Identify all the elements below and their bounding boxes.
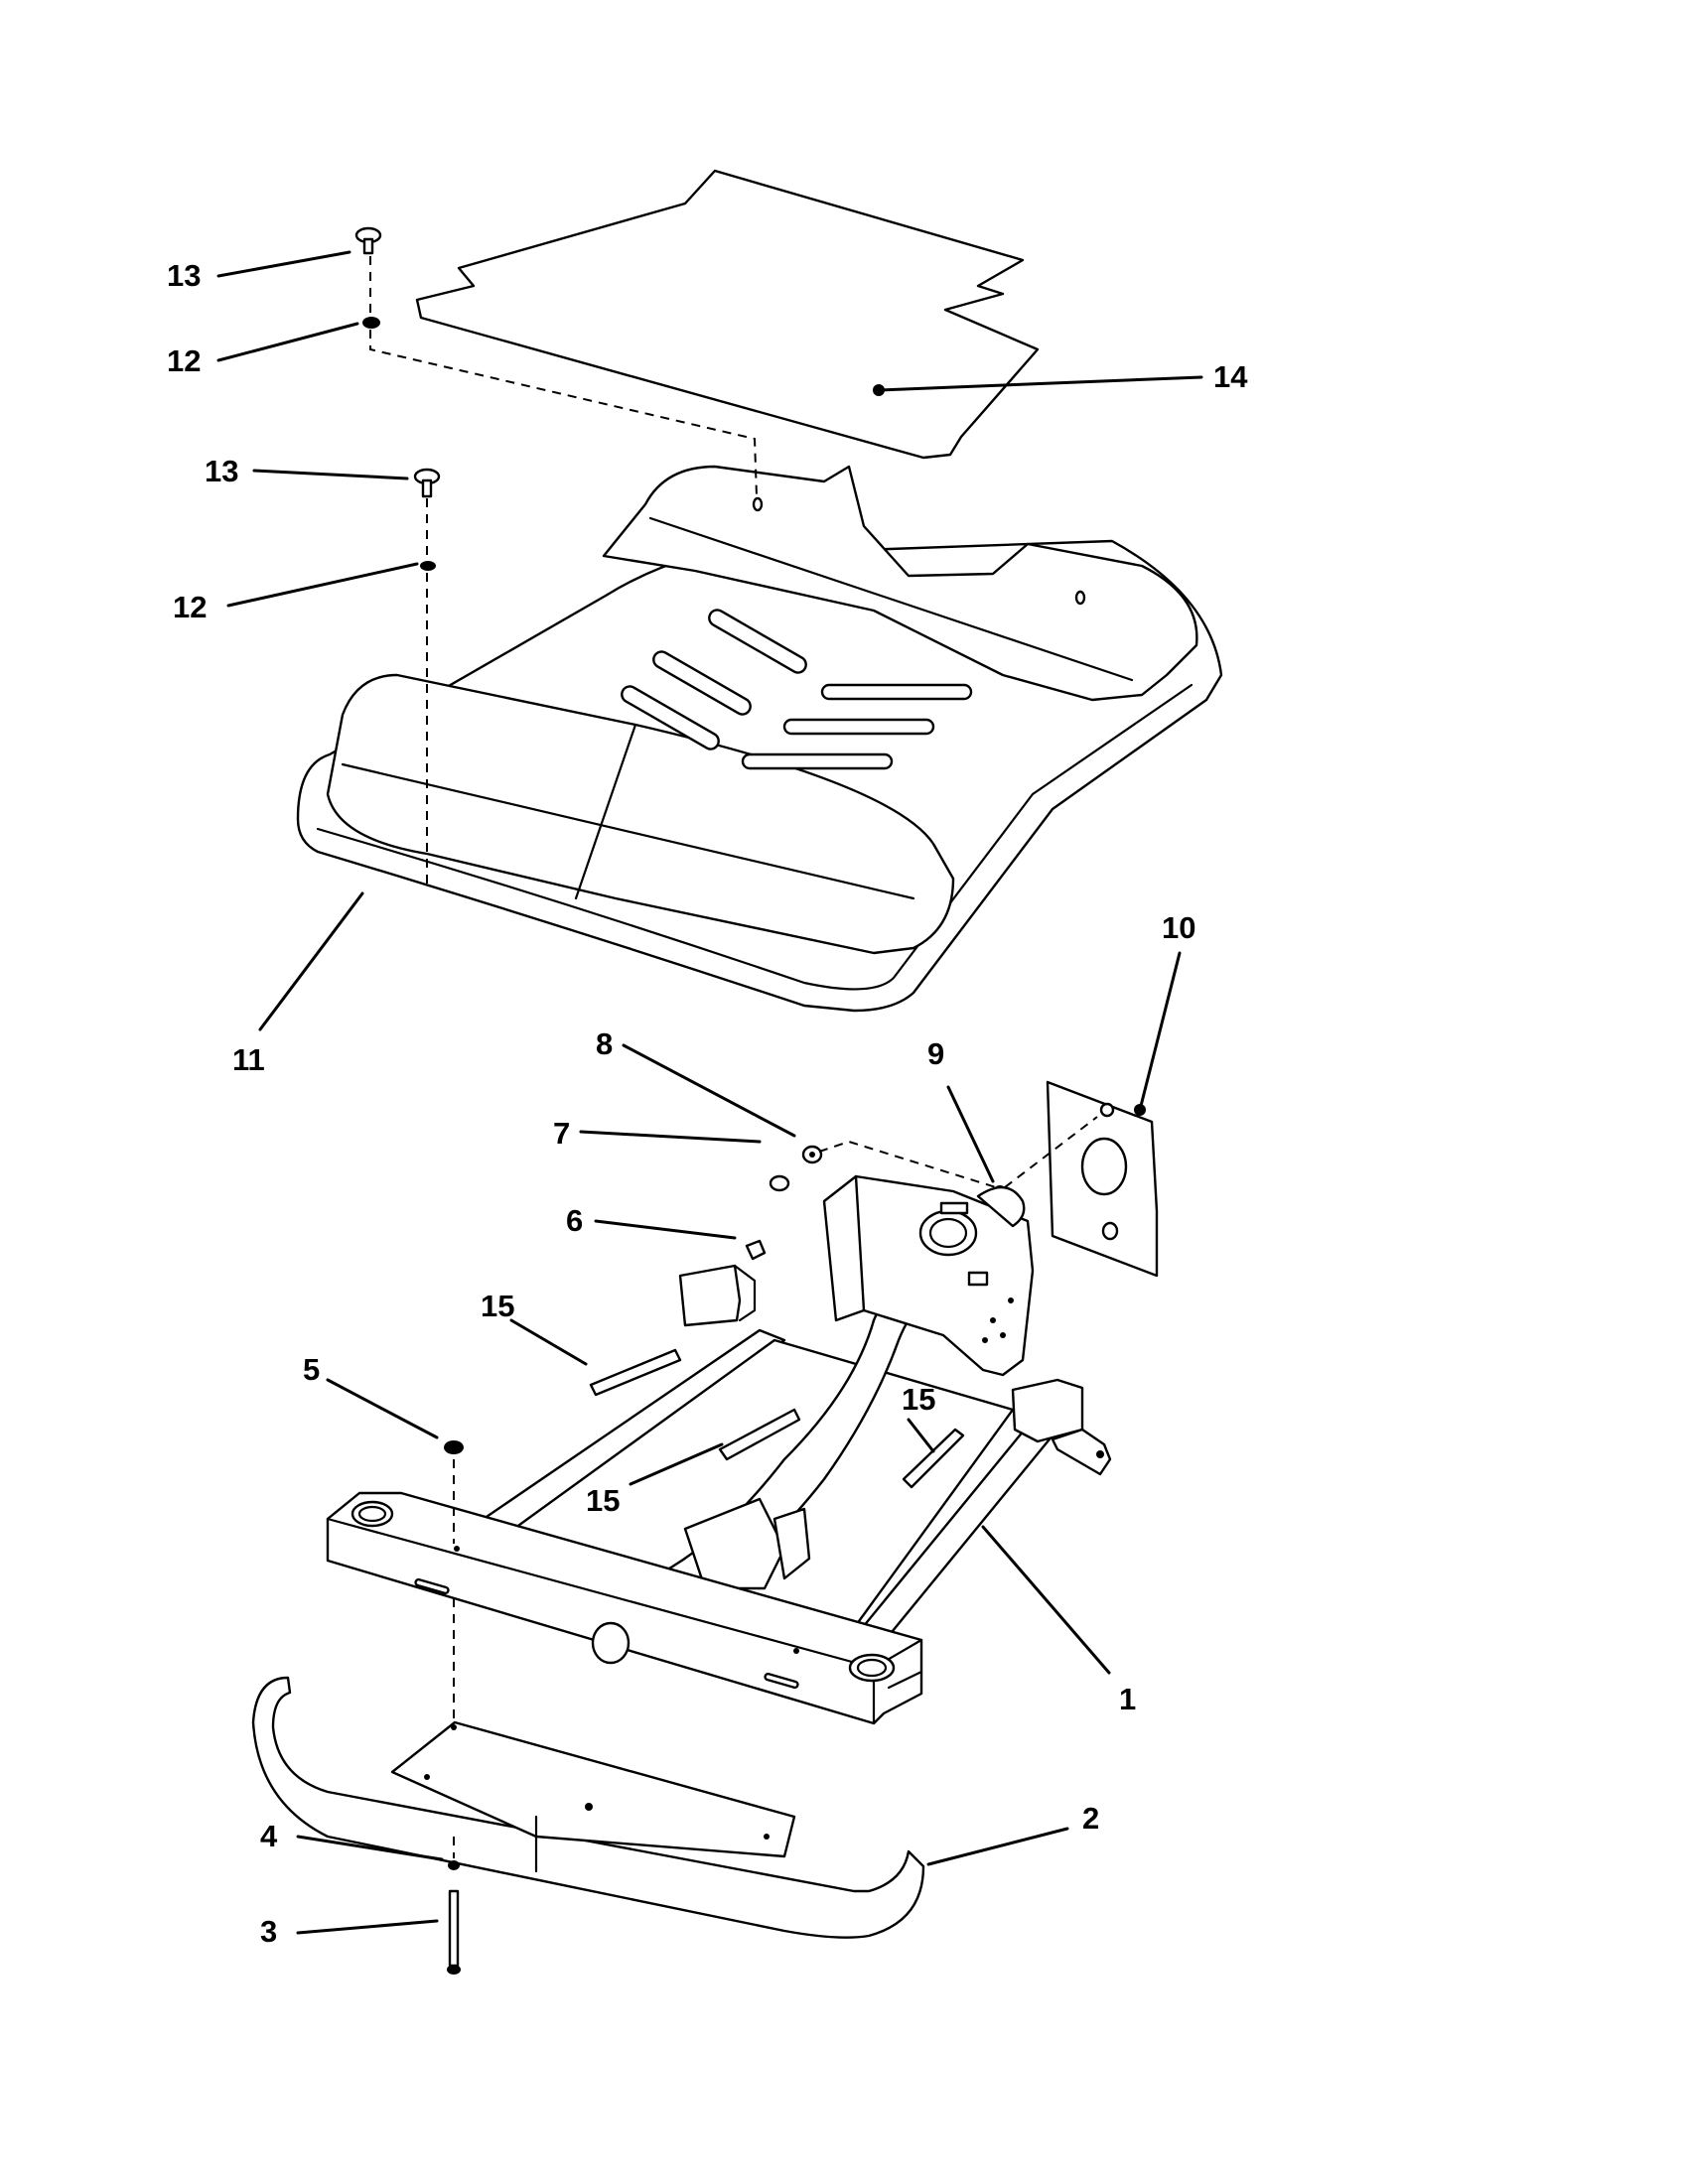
- part-11-seat-pan: [296, 465, 1223, 1013]
- seat-vent-slots: [621, 609, 973, 770]
- bolt-7: [769, 1174, 790, 1192]
- part-14-seat-mat: [415, 169, 1040, 460]
- callout-3: 3: [260, 1914, 277, 1949]
- callout-11: 11: [232, 1042, 265, 1077]
- callout-9: 9: [927, 1036, 944, 1071]
- nut-5: [444, 1440, 464, 1727]
- callout-15-b: 15: [586, 1483, 620, 1518]
- part-2-front-bumper: [251, 1676, 925, 1939]
- clip-6: [745, 1239, 767, 1261]
- callout-13-lower: 13: [205, 454, 238, 488]
- callout-1: 1: [1119, 1682, 1136, 1716]
- callout-7: 7: [553, 1116, 570, 1151]
- callout-13-upper: 13: [167, 258, 201, 293]
- knob-13-lower: [413, 468, 441, 498]
- leader-lines: [216, 250, 1203, 1935]
- part-1-seat-frame: [326, 1174, 1112, 1725]
- nut-12-upper: [362, 317, 380, 329]
- decal-15-a: [589, 1348, 682, 1397]
- bolt-3: [448, 1889, 460, 1968]
- callout-labels: 13 12 13 12 14 11 10 8 9 7 6 15 5 15 15 …: [167, 258, 1248, 1949]
- callout-5: 5: [303, 1352, 320, 1387]
- callout-12-upper: 12: [167, 343, 201, 378]
- bolt-3-and-washer-4: [447, 1837, 461, 1975]
- callout-6: 6: [566, 1203, 583, 1238]
- callout-15-c: 15: [902, 1382, 935, 1417]
- callout-14: 14: [1213, 359, 1248, 394]
- knob-13-upper: [354, 226, 382, 255]
- callout-4: 4: [260, 1819, 278, 1853]
- callout-2: 2: [1082, 1801, 1099, 1836]
- part-10-mounting-plate: [1046, 1080, 1159, 1278]
- upper-seat-fasteners: [354, 226, 758, 884]
- callout-15-a: 15: [481, 1289, 514, 1323]
- decal-15-c: [902, 1428, 965, 1489]
- callout-12-lower: 12: [173, 590, 207, 624]
- callout-10: 10: [1162, 910, 1195, 945]
- washer-4: [448, 1860, 460, 1870]
- decal-15-b: [718, 1408, 801, 1461]
- callout-8: 8: [596, 1026, 613, 1061]
- nut-12-lower: [420, 561, 436, 571]
